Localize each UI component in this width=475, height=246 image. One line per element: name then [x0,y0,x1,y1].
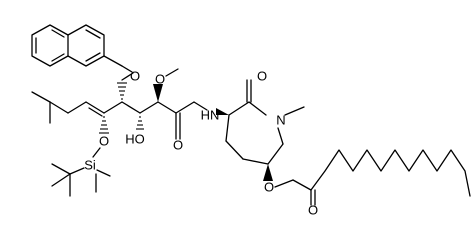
main-chain-bonds [31,91,208,140]
ester-oxygen-label: O [264,180,274,195]
tbs-group [51,147,111,197]
naphthalene-ring [31,24,133,73]
amide-carbonyl-oxygen-label: O [173,138,183,153]
lactam-nitrogen-label: N [276,113,285,128]
chain-stereo-bonds [99,68,179,134]
hydroxyl-label: HO [125,132,145,147]
silicon-label: Si [84,158,96,173]
silyl-ether-oxygen-label: O [99,134,109,149]
ester-carbonyl-oxygen-label: O [308,203,318,218]
acyl-chain [274,149,471,206]
atom-labels: O O HN O N HO O O Si O O [84,69,318,218]
amide-nitrogen-label: HN [201,108,220,123]
lactam-oxygen-label: O [257,69,267,84]
methoxy-oxygen-label: O [155,72,165,87]
ether-oxygen-label: O [130,69,140,84]
azepanone-ring [216,79,305,181]
